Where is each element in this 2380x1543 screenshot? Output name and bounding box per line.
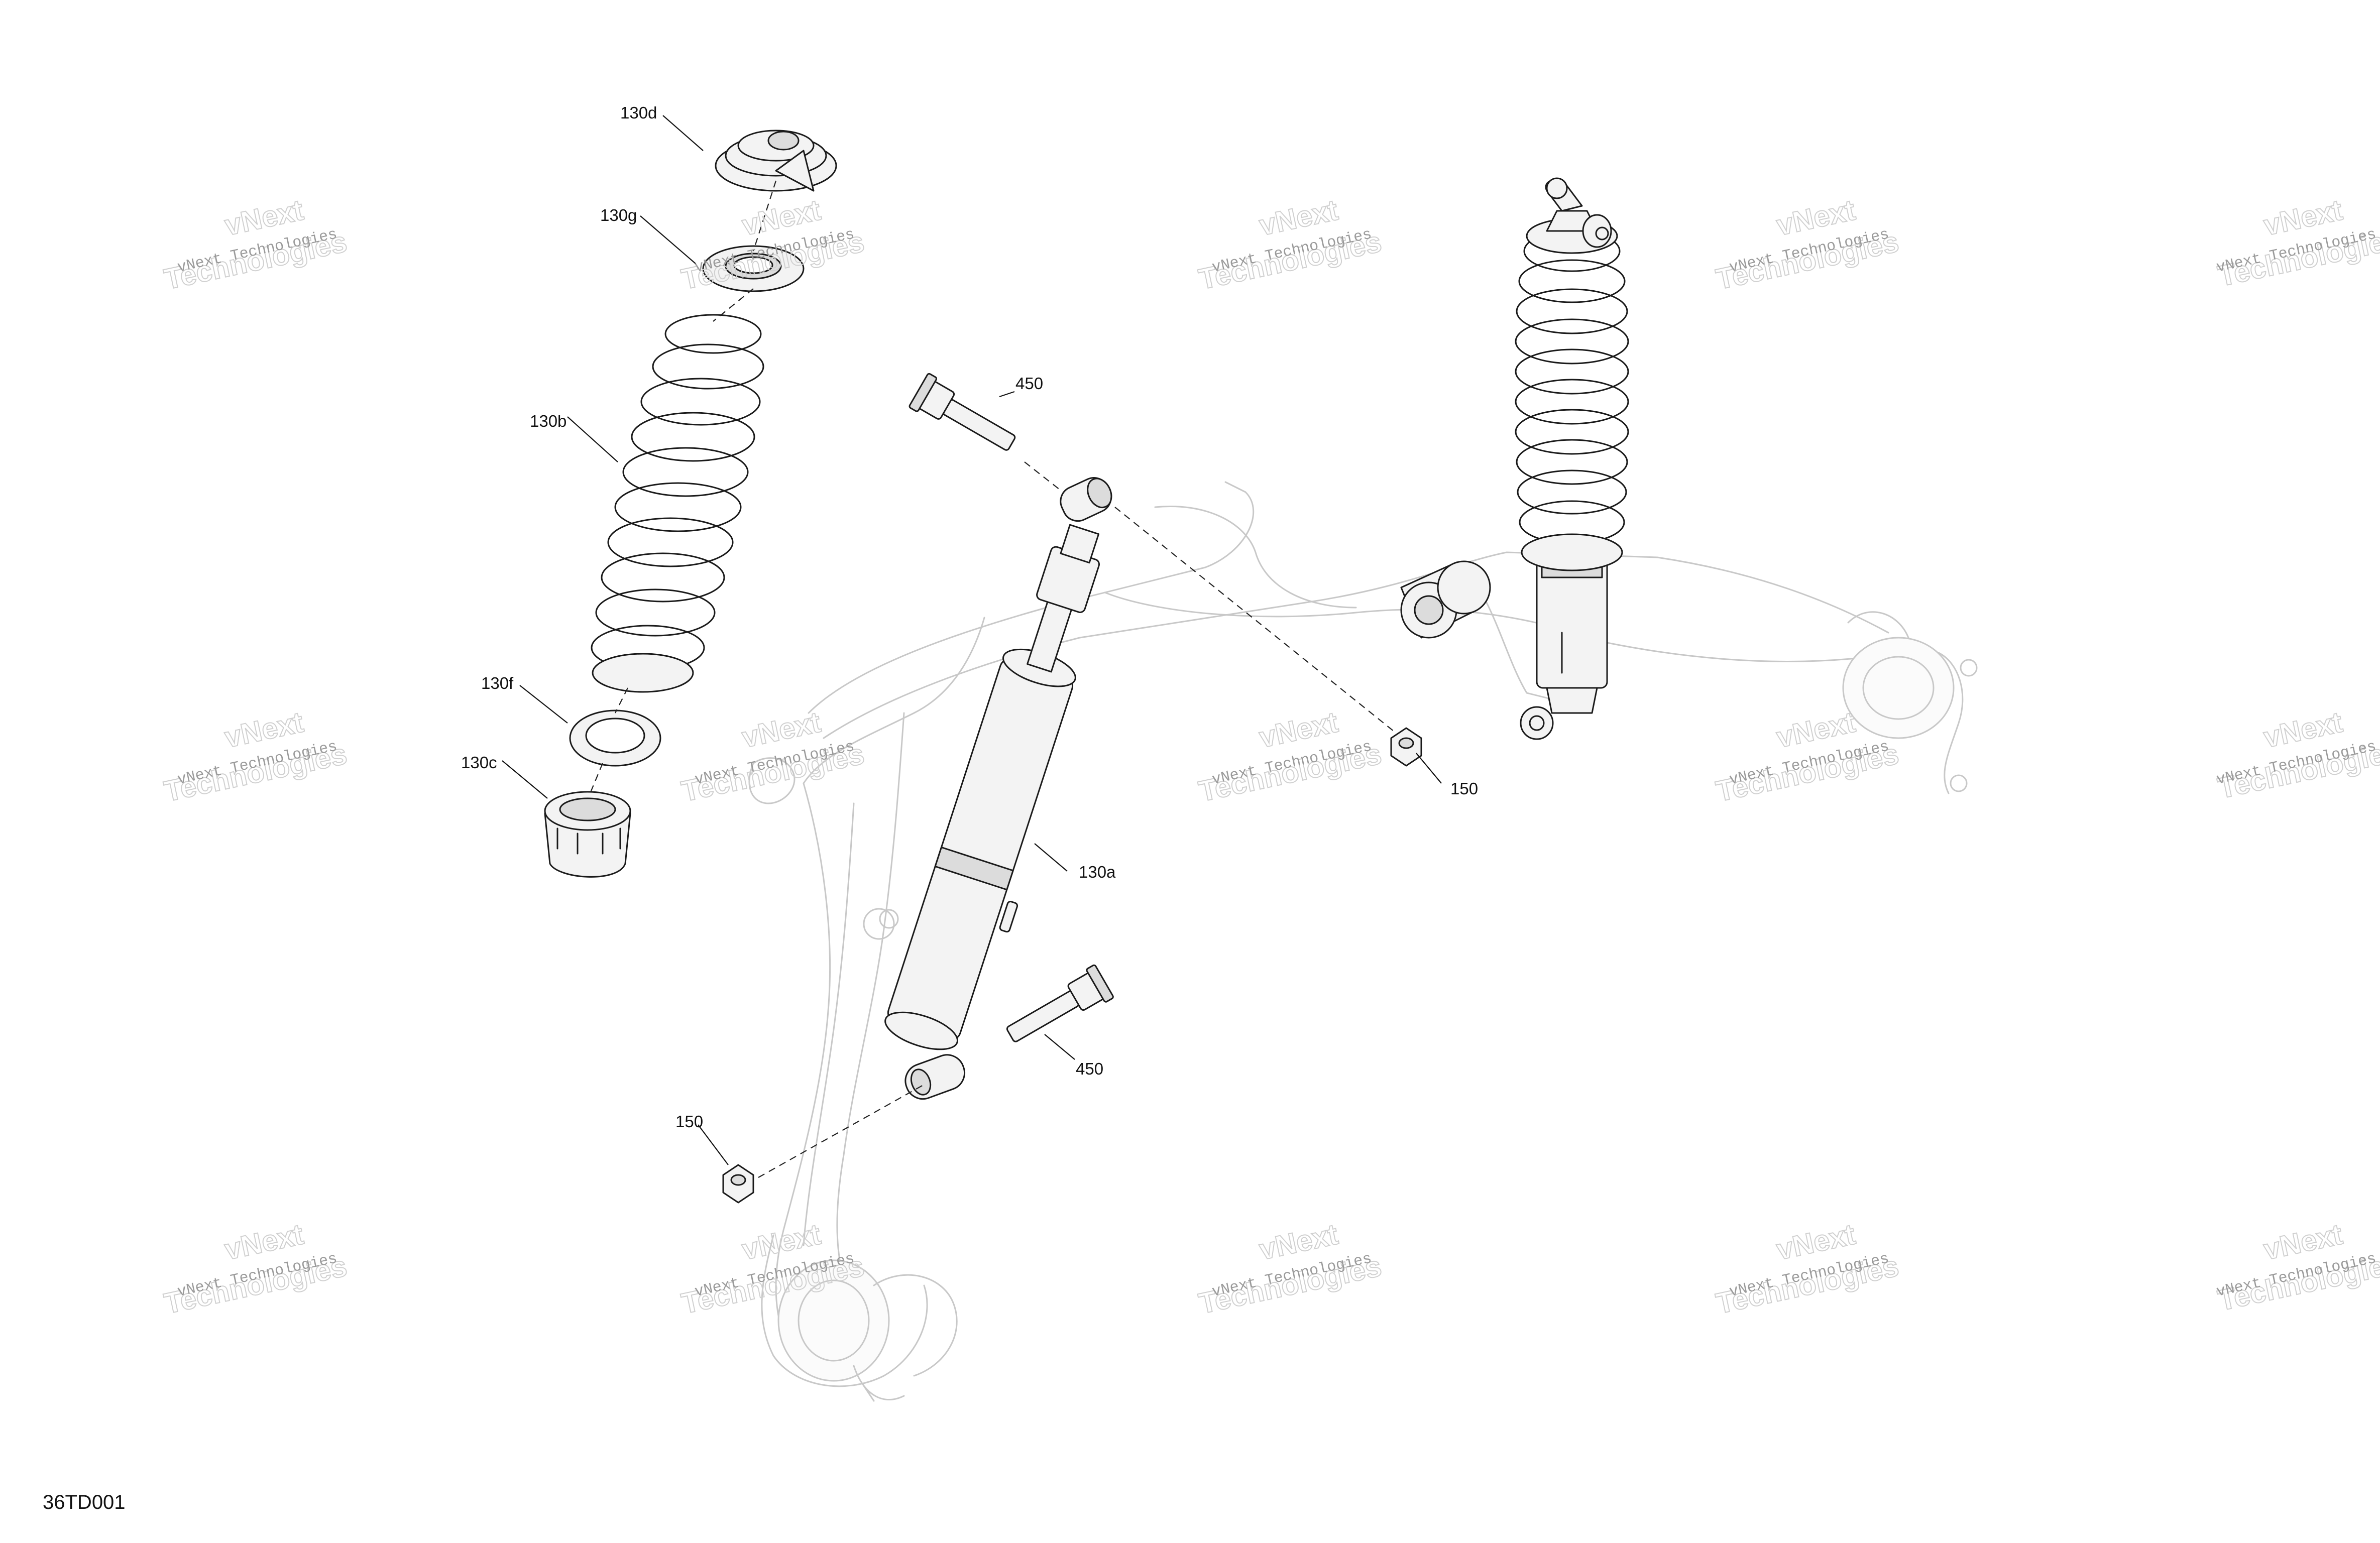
washer-130g [702, 245, 805, 292]
callout-150-right: 150 [1450, 779, 1478, 798]
washer-130f [569, 709, 661, 767]
bushing [1400, 560, 1491, 639]
coil-spring-130b [591, 314, 764, 693]
callout-150-left: 150 [675, 1112, 703, 1131]
assembled-coil-spring [1515, 230, 1629, 571]
nut-150-left [722, 1164, 754, 1204]
bolt-450-top [909, 373, 1016, 451]
watermarks: Technologies vNext vNext Technologies Te… [161, 193, 2380, 1321]
shock-absorber-130a [884, 477, 1112, 1100]
callout-130f: 130f [481, 674, 514, 692]
assembly-axes [589, 180, 1397, 1178]
callout-130c: 130c [461, 753, 497, 772]
callout-450-bottom: 450 [1076, 1059, 1103, 1078]
callout-130b: 130b [530, 412, 566, 430]
nut-150-right [1390, 727, 1422, 767]
ghost-frame-assembly [748, 481, 1978, 1402]
spring-cap-130d [715, 130, 837, 192]
assembled-shock-absorber [1515, 177, 1629, 740]
callout-450-top: 450 [1015, 374, 1043, 393]
bolt-450-bottom [1006, 964, 1114, 1042]
callout-130a: 130a [1079, 863, 1116, 881]
spring-seat-130c [544, 791, 631, 878]
diagram-id: 36TD001 [43, 1491, 126, 1513]
callout-130d: 130d [620, 103, 657, 122]
callout-130g: 130g [600, 206, 637, 224]
leader-lines [502, 115, 1442, 1165]
